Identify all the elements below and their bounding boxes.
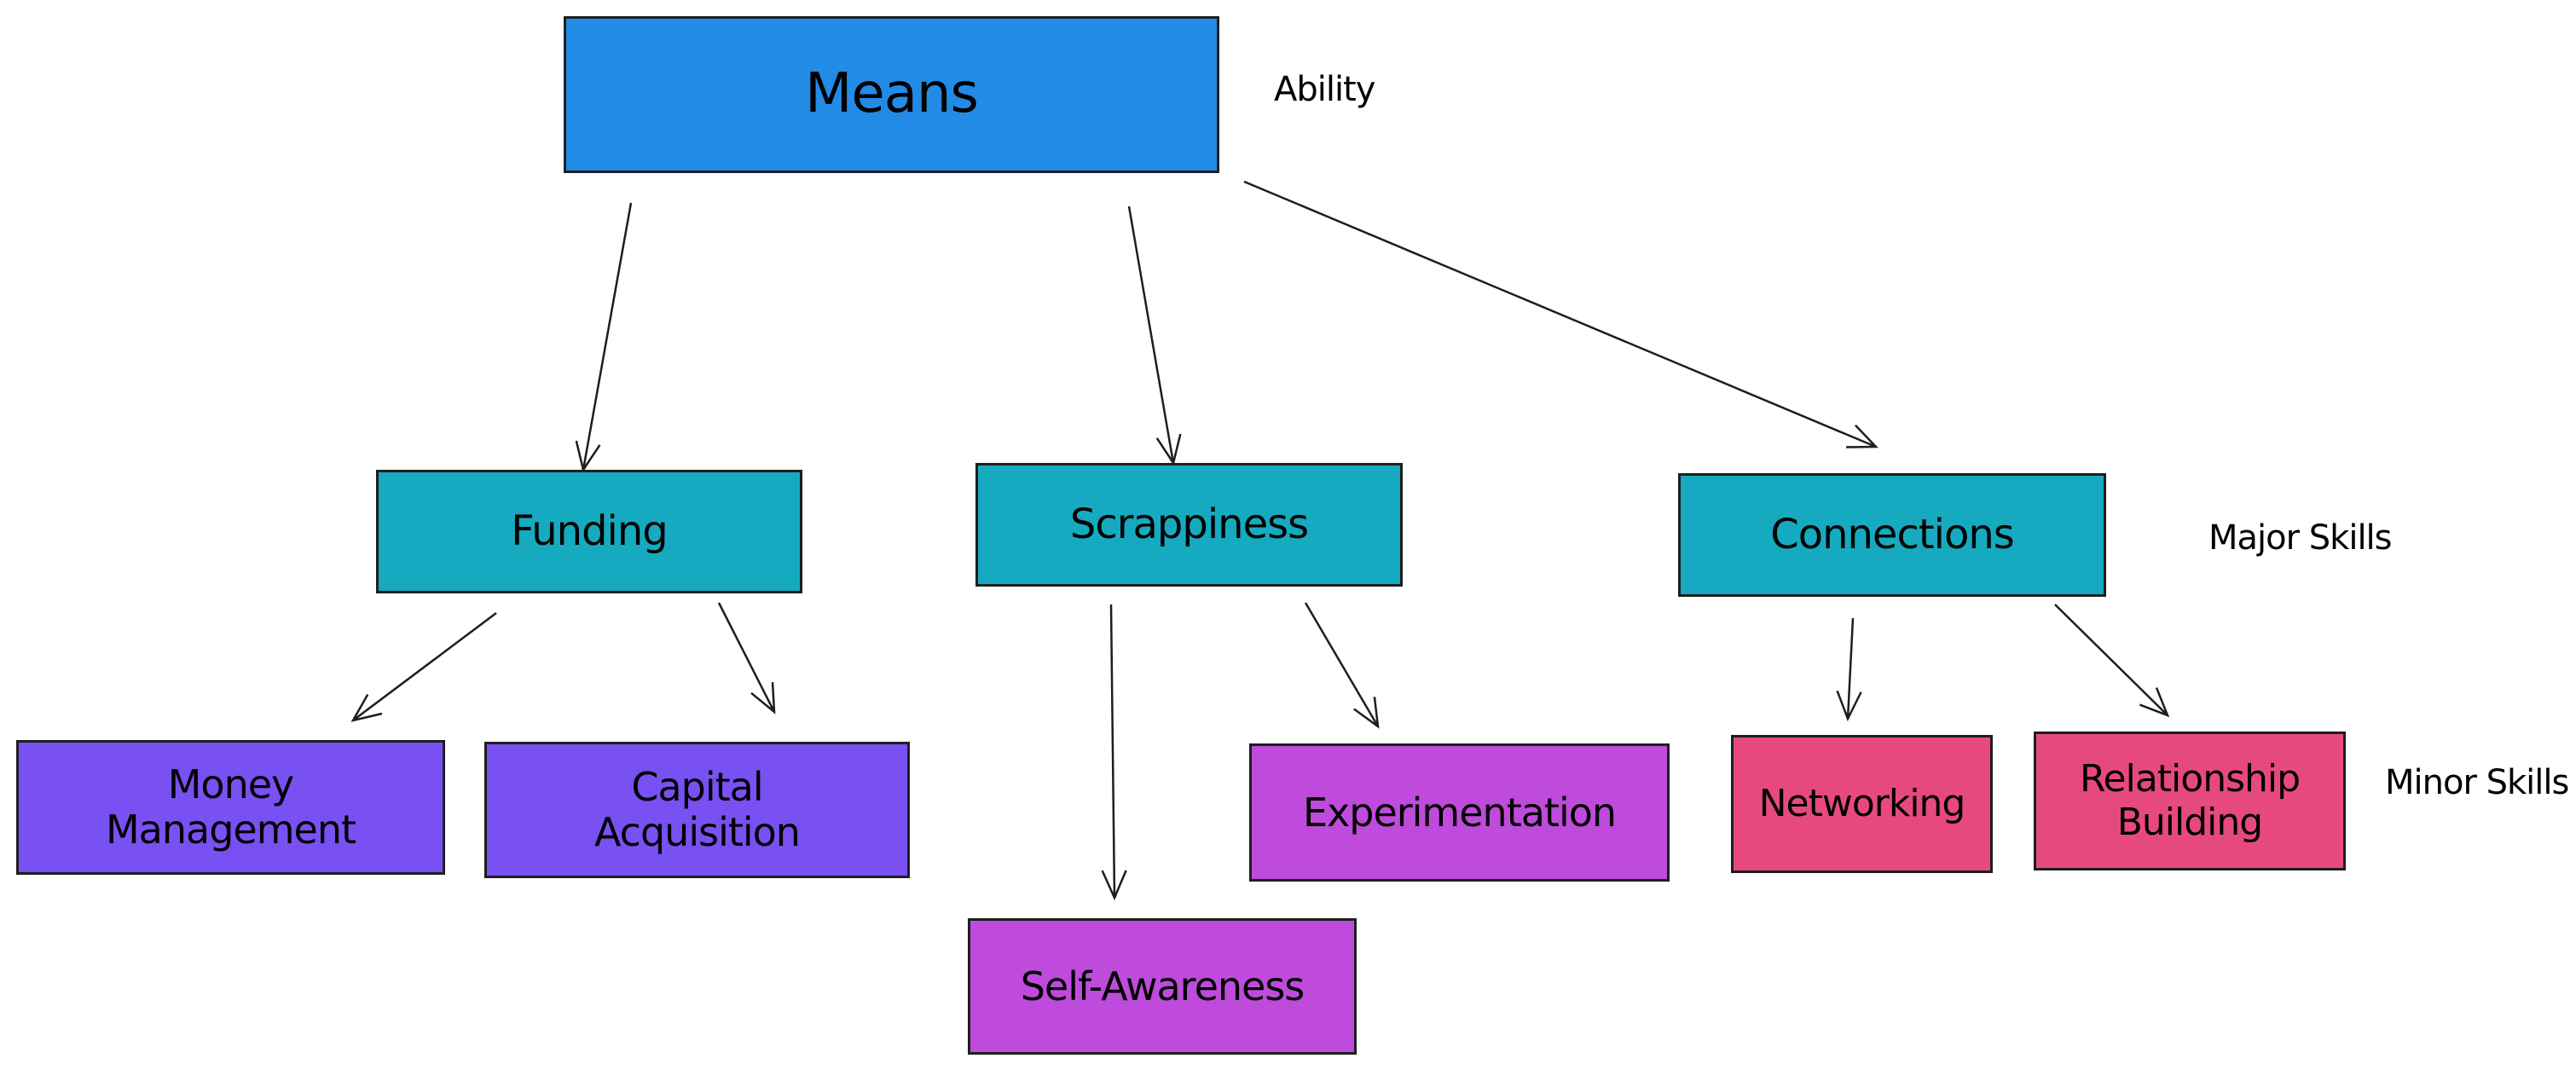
arrow-funding-to-capital-acquisition bbox=[717, 602, 776, 714]
node-means[interactable]: Means bbox=[564, 16, 1219, 173]
node-experimentation-label: Experimentation bbox=[1302, 789, 1617, 836]
level-label-ability: Ability bbox=[1274, 70, 1375, 109]
arrow-connections-to-relationship-building bbox=[2054, 604, 2170, 718]
node-capital-acquisition-label: Capital Acquisition bbox=[594, 764, 801, 855]
node-relationship-building[interactable]: Relationship Building bbox=[2034, 732, 2346, 870]
node-scrappiness[interactable]: Scrappiness bbox=[975, 463, 1403, 587]
node-relationship-building-label: Relationship Building bbox=[2079, 756, 2301, 844]
node-funding[interactable]: Funding bbox=[376, 470, 802, 593]
node-money-management[interactable]: Money Management bbox=[16, 740, 445, 875]
node-experimentation[interactable]: Experimentation bbox=[1249, 743, 1670, 882]
node-connections-label: Connections bbox=[1770, 510, 2015, 558]
arrow-means-to-funding bbox=[575, 202, 633, 473]
node-self-awareness[interactable]: Self-Awareness bbox=[968, 918, 1357, 1055]
node-self-awareness-label: Self-Awareness bbox=[1020, 963, 1305, 1009]
arrow-scrappiness-to-experimentation bbox=[1304, 602, 1380, 729]
node-networking[interactable]: Networking bbox=[1731, 735, 1993, 873]
arrow-means-to-scrappiness bbox=[1127, 205, 1182, 466]
node-money-management-label: Money Management bbox=[105, 761, 356, 853]
arrow-scrappiness-to-self-awareness bbox=[1101, 604, 1127, 901]
node-means-label: Means bbox=[805, 62, 979, 126]
node-funding-label: Funding bbox=[511, 506, 669, 555]
node-connections[interactable]: Connections bbox=[1678, 473, 2106, 597]
level-label-major-skills: Major Skills bbox=[2208, 518, 2393, 558]
node-capital-acquisition[interactable]: Capital Acquisition bbox=[484, 742, 910, 878]
node-networking-label: Networking bbox=[1758, 781, 1966, 825]
level-label-minor-skills: Minor Skills bbox=[2385, 763, 2569, 802]
arrow-means-to-connections bbox=[1243, 180, 1878, 448]
node-scrappiness-label: Scrappiness bbox=[1069, 500, 1309, 548]
arrow-connections-to-networking bbox=[1836, 617, 1862, 722]
arrow-funding-to-money-management bbox=[350, 612, 497, 722]
